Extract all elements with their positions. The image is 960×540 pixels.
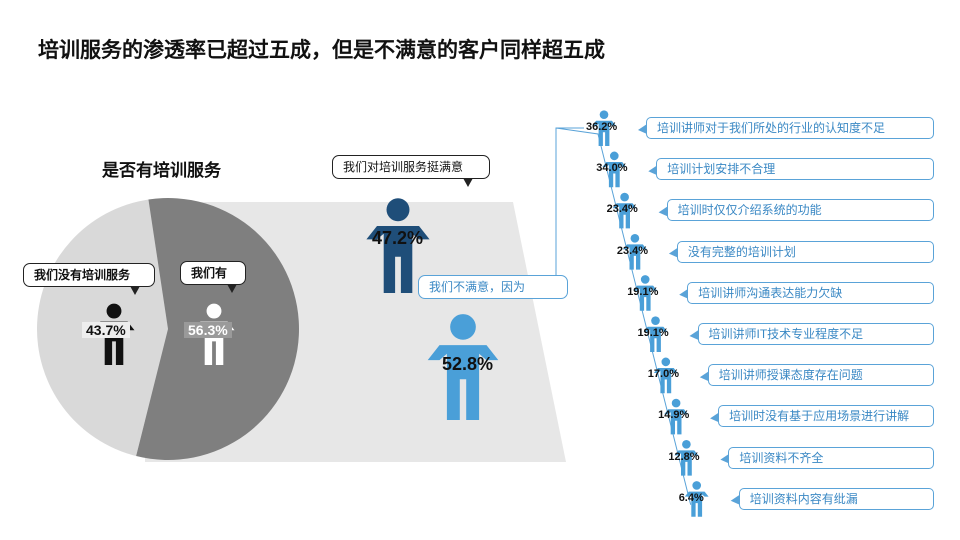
reason-label: 培训时仅仅介绍系统的功能 bbox=[666, 199, 934, 222]
reason-value: 14.9% bbox=[658, 409, 690, 422]
reason-label-tail bbox=[648, 165, 658, 176]
reason-figures bbox=[592, 110, 709, 517]
callout-satisfied: 我们对培训服务挺满意 bbox=[332, 155, 490, 187]
callout-no-service: 我们没有培训服务 bbox=[23, 263, 155, 295]
unsatisfied-value: 52.8% bbox=[442, 354, 494, 374]
reason-value: 23.4% bbox=[606, 203, 638, 216]
reason-label: 培训资料内容有纰漏 bbox=[738, 487, 934, 510]
reason-label-tail bbox=[730, 494, 740, 505]
pie-chart-title: 是否有培训服务 bbox=[102, 161, 221, 180]
reason-value: 34.0% bbox=[596, 162, 628, 175]
callout-have-service: 我们有 bbox=[180, 261, 246, 293]
person-icon bbox=[653, 357, 678, 394]
pie-label-no: 43.7% bbox=[82, 322, 130, 338]
reason-label: 培训资料不齐全 bbox=[728, 446, 934, 469]
person-icon bbox=[366, 198, 430, 293]
reason-value: 19.1% bbox=[627, 285, 659, 298]
reason-label: 培训计划安排不合理 bbox=[656, 158, 934, 181]
reason-value: 19.1% bbox=[637, 327, 669, 339]
reason-label: 培训讲师沟通表达能力欠缺 bbox=[687, 281, 934, 304]
reason-label-tail bbox=[668, 247, 678, 258]
person-icon bbox=[674, 439, 699, 476]
person-icon bbox=[684, 481, 709, 517]
callout-unsatisfied: 我们不满意，因为 bbox=[418, 275, 568, 299]
reason-label: 培训讲师授课态度存在问题 bbox=[707, 364, 934, 387]
reason-label-tail bbox=[720, 453, 730, 464]
reason-label-tail bbox=[699, 371, 709, 382]
reasons-bracket bbox=[555, 124, 740, 505]
person-icon bbox=[427, 314, 499, 420]
reason-label: 没有完整的培训计划 bbox=[676, 240, 934, 263]
reason-label-tail bbox=[710, 412, 720, 423]
person-icon bbox=[643, 316, 668, 352]
pie-chart bbox=[37, 198, 299, 460]
reasons-bracket-line bbox=[555, 127, 692, 505]
reason-label-tail bbox=[679, 288, 689, 299]
pie-label-yes: 56.3% bbox=[184, 322, 232, 338]
reason-value: 12.8% bbox=[668, 450, 700, 463]
satisfied-value: 47.2% bbox=[372, 228, 424, 248]
reason-label: 培训讲师IT技术专业程度不足 bbox=[697, 323, 934, 345]
person-icon bbox=[602, 151, 627, 188]
reason-value: 23.4% bbox=[616, 244, 649, 257]
page-title: 培训服务的渗透率已超过五成，但是不满意的客户同样超五成 bbox=[38, 39, 605, 62]
satisfaction-figures bbox=[366, 198, 499, 420]
person-icon bbox=[664, 398, 688, 435]
person-icon bbox=[592, 110, 616, 146]
person-icon bbox=[633, 275, 658, 311]
reason-value: 6.4% bbox=[678, 491, 704, 504]
reason-value: 36.2% bbox=[586, 121, 618, 133]
reason-label-tail bbox=[658, 206, 668, 217]
person-icon bbox=[612, 192, 637, 229]
reason-value: 17.0% bbox=[647, 368, 679, 381]
reason-label: 培训时没有基于应用场景进行讲解 bbox=[718, 405, 934, 428]
person-icon bbox=[623, 233, 647, 270]
reason-label-tail bbox=[638, 124, 647, 134]
reason-label: 培训讲师对于我们所处的行业的认知度不足 bbox=[646, 117, 934, 139]
reason-label-tail bbox=[689, 330, 699, 340]
